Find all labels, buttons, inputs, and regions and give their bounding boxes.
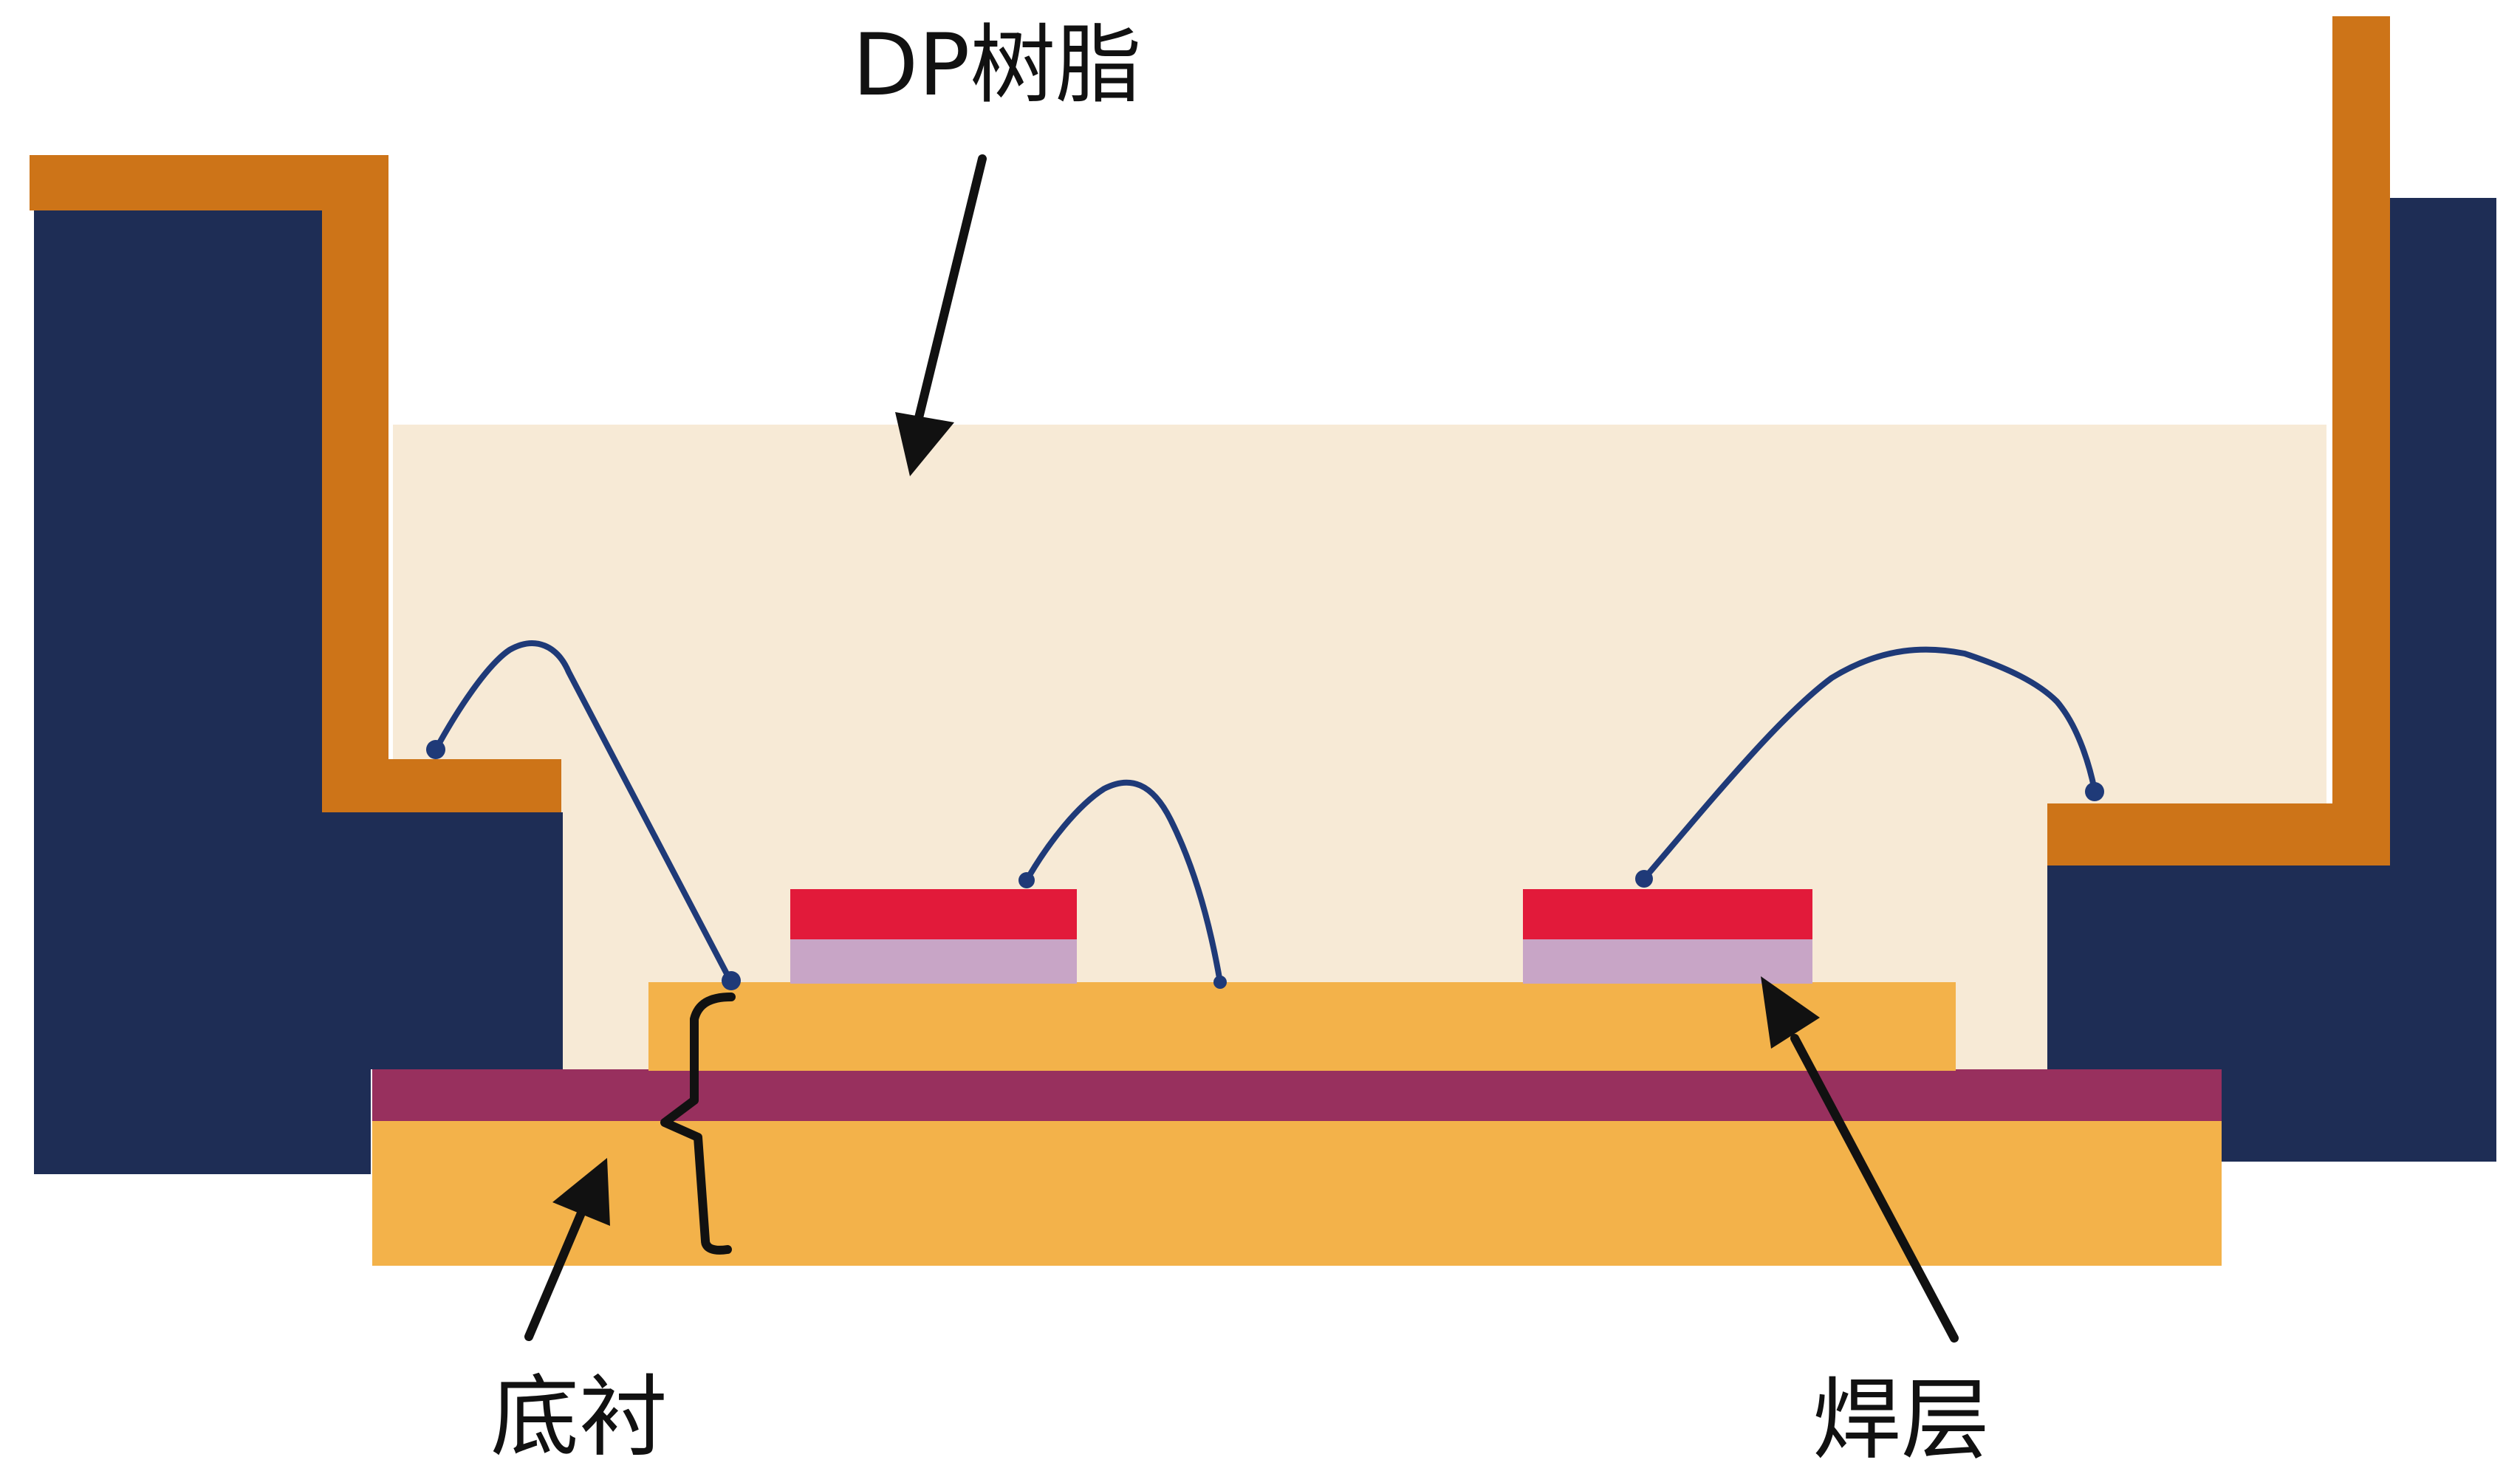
right-lead-frame <box>2047 16 2390 865</box>
mounting-pad <box>648 982 1956 1071</box>
bond-wire-lead-to-pad <box>433 640 734 985</box>
resin-arrow-line <box>911 154 987 434</box>
resin-arrowhead <box>895 412 954 476</box>
dp-resin-region <box>393 425 2326 1071</box>
right-housing <box>2047 198 2496 1162</box>
substrate-arrow-line <box>524 1186 595 1341</box>
substrate-base <box>372 1120 2222 1266</box>
substrate-arrowhead <box>552 1158 610 1226</box>
substrate-bracket <box>660 993 736 1255</box>
chip-left <box>790 889 1077 939</box>
bond-wire-chip-left-to-pad <box>1024 779 1223 985</box>
chip-right <box>1523 889 1812 939</box>
left-housing <box>34 203 563 1174</box>
bond-wire-chip-right-to-lead <box>1641 646 2098 882</box>
label-substrate: 底衬 <box>490 1366 668 1469</box>
solder-arrow-line <box>1790 1034 1959 1343</box>
arrows <box>524 154 1959 1343</box>
chip-left-solder-layer <box>790 938 1077 984</box>
bond-point <box>1213 976 1227 989</box>
bond-point <box>2085 782 2104 801</box>
label-dp-resin: DP树脂 <box>852 16 1141 115</box>
bond-point <box>426 740 445 759</box>
bond-point <box>1635 870 1653 888</box>
label-solder-layer: 焊层 <box>1812 1369 1990 1472</box>
solder-arrowhead <box>1761 976 1820 1049</box>
bond-points <box>426 740 2104 990</box>
chip-right-solder-layer <box>1523 938 1812 984</box>
substrate-top-layer <box>372 1069 2222 1121</box>
bond-point <box>722 971 741 990</box>
bond-wires <box>433 640 2098 985</box>
bond-point <box>1018 872 1035 888</box>
